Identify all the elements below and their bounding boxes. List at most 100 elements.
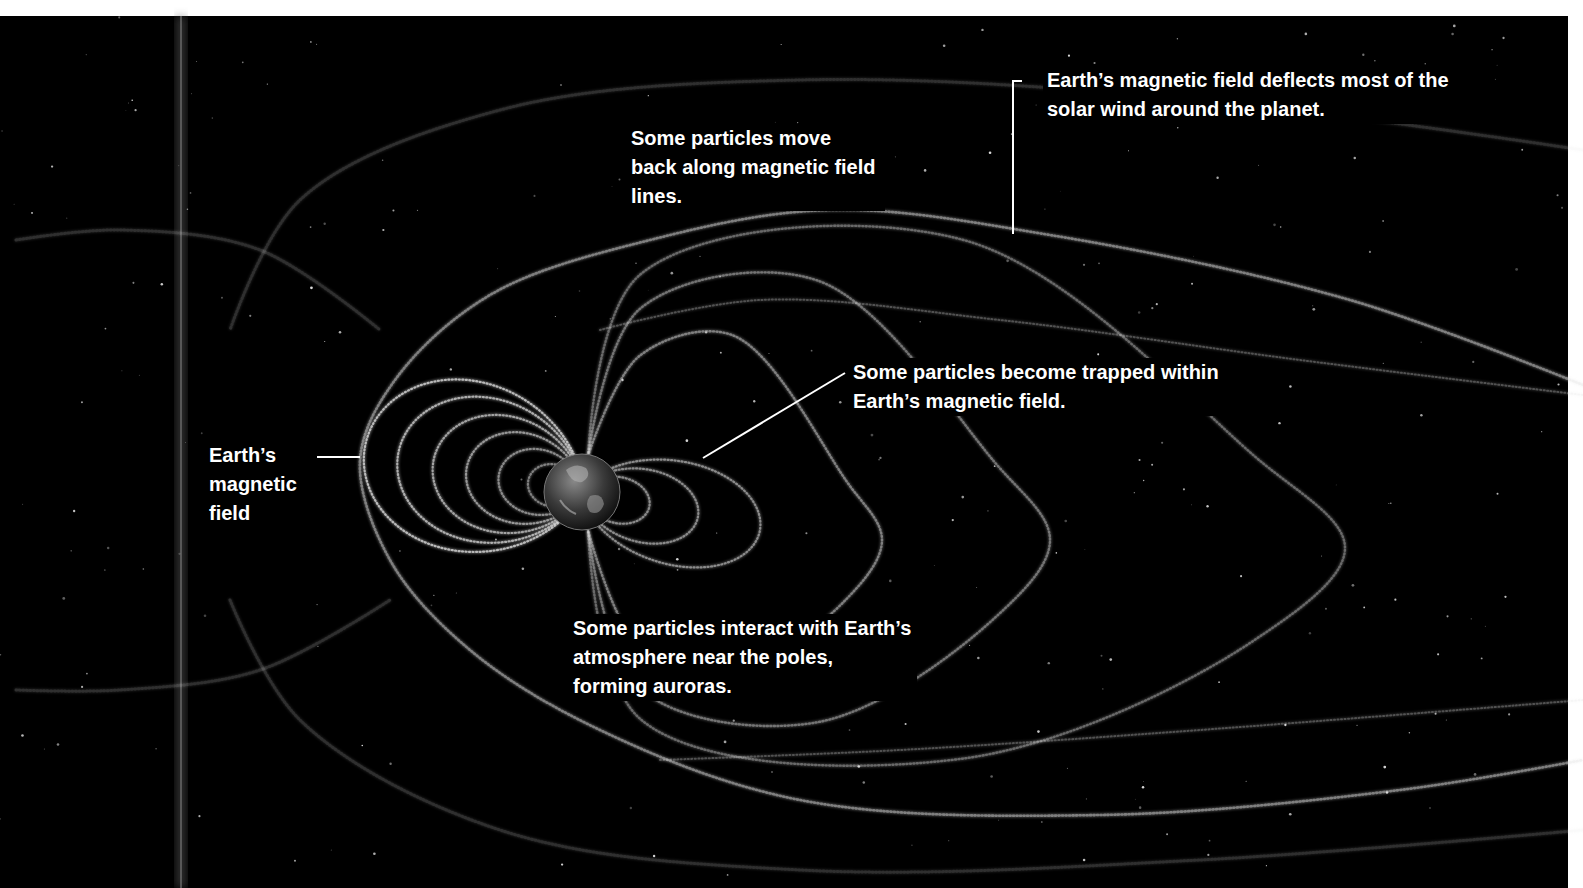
star [1437,653,1439,655]
star [560,84,561,85]
star [1142,786,1144,788]
leader-line [703,373,845,458]
star [431,604,433,606]
star [720,352,722,354]
star [105,328,107,330]
solar-wind-band [176,16,186,888]
star [990,775,993,778]
star [13,203,15,205]
star [249,315,251,317]
field-line [364,379,582,552]
callout-label: Some particles move back along magnetic … [627,124,885,211]
star [1138,311,1141,314]
star [433,595,434,596]
star [727,874,729,876]
star [1305,33,1308,36]
star [497,268,499,270]
star [610,318,612,320]
star [0,818,1,819]
field-line [360,210,1583,816]
star [382,160,384,162]
star [879,457,881,459]
star [191,93,193,95]
star [952,519,954,521]
star [619,179,621,181]
star [811,350,813,352]
star [1177,38,1178,39]
star [310,226,312,228]
star [44,749,45,750]
star [85,54,87,56]
star [1273,224,1276,227]
star [889,580,892,583]
star [1561,207,1563,209]
star [1390,503,1392,505]
star [1207,854,1209,856]
star [1481,657,1483,659]
star [155,748,156,749]
star [127,102,129,104]
star [981,29,983,31]
star [653,855,655,857]
star [878,459,880,461]
star [132,282,134,284]
star [1485,626,1486,627]
star [121,370,122,371]
star [1191,504,1193,506]
star [1280,226,1282,228]
star [633,563,635,565]
star [22,503,24,505]
star [1266,865,1267,866]
star [81,686,83,688]
star [417,210,418,211]
star [1278,422,1280,424]
star [699,256,700,257]
star [1086,798,1087,799]
star [618,548,620,550]
star [561,863,563,865]
star [911,845,912,846]
star [310,286,313,289]
star [753,400,755,402]
star [1102,688,1103,689]
star [1109,658,1112,661]
star [1325,608,1327,610]
callout-label: Earth’s magnetic field deflects most of … [1043,66,1481,124]
star [1474,773,1477,776]
star [1356,725,1357,726]
star [797,122,798,123]
star [212,117,214,119]
star [71,550,72,551]
callout-label: Earth’s magnetic field [205,441,317,528]
star [1064,520,1067,523]
star [134,109,136,111]
star [1068,55,1070,57]
star [0,654,1,656]
field-line [16,230,380,330]
star [267,83,268,84]
star [648,95,649,96]
star [1258,164,1260,166]
star [1435,713,1437,715]
star [143,568,145,570]
star [62,597,65,600]
star [545,370,547,372]
star [647,289,649,291]
star [450,368,452,370]
star [871,434,874,437]
star [190,192,192,194]
star [1382,220,1384,222]
star [339,331,342,334]
star [316,44,317,45]
star [1139,459,1141,461]
star [1093,62,1095,64]
star [1353,157,1355,159]
star [455,592,457,594]
star [310,41,312,43]
star [533,195,535,197]
star [1321,555,1322,556]
star [977,657,980,660]
star [676,558,679,561]
star [1515,268,1518,271]
